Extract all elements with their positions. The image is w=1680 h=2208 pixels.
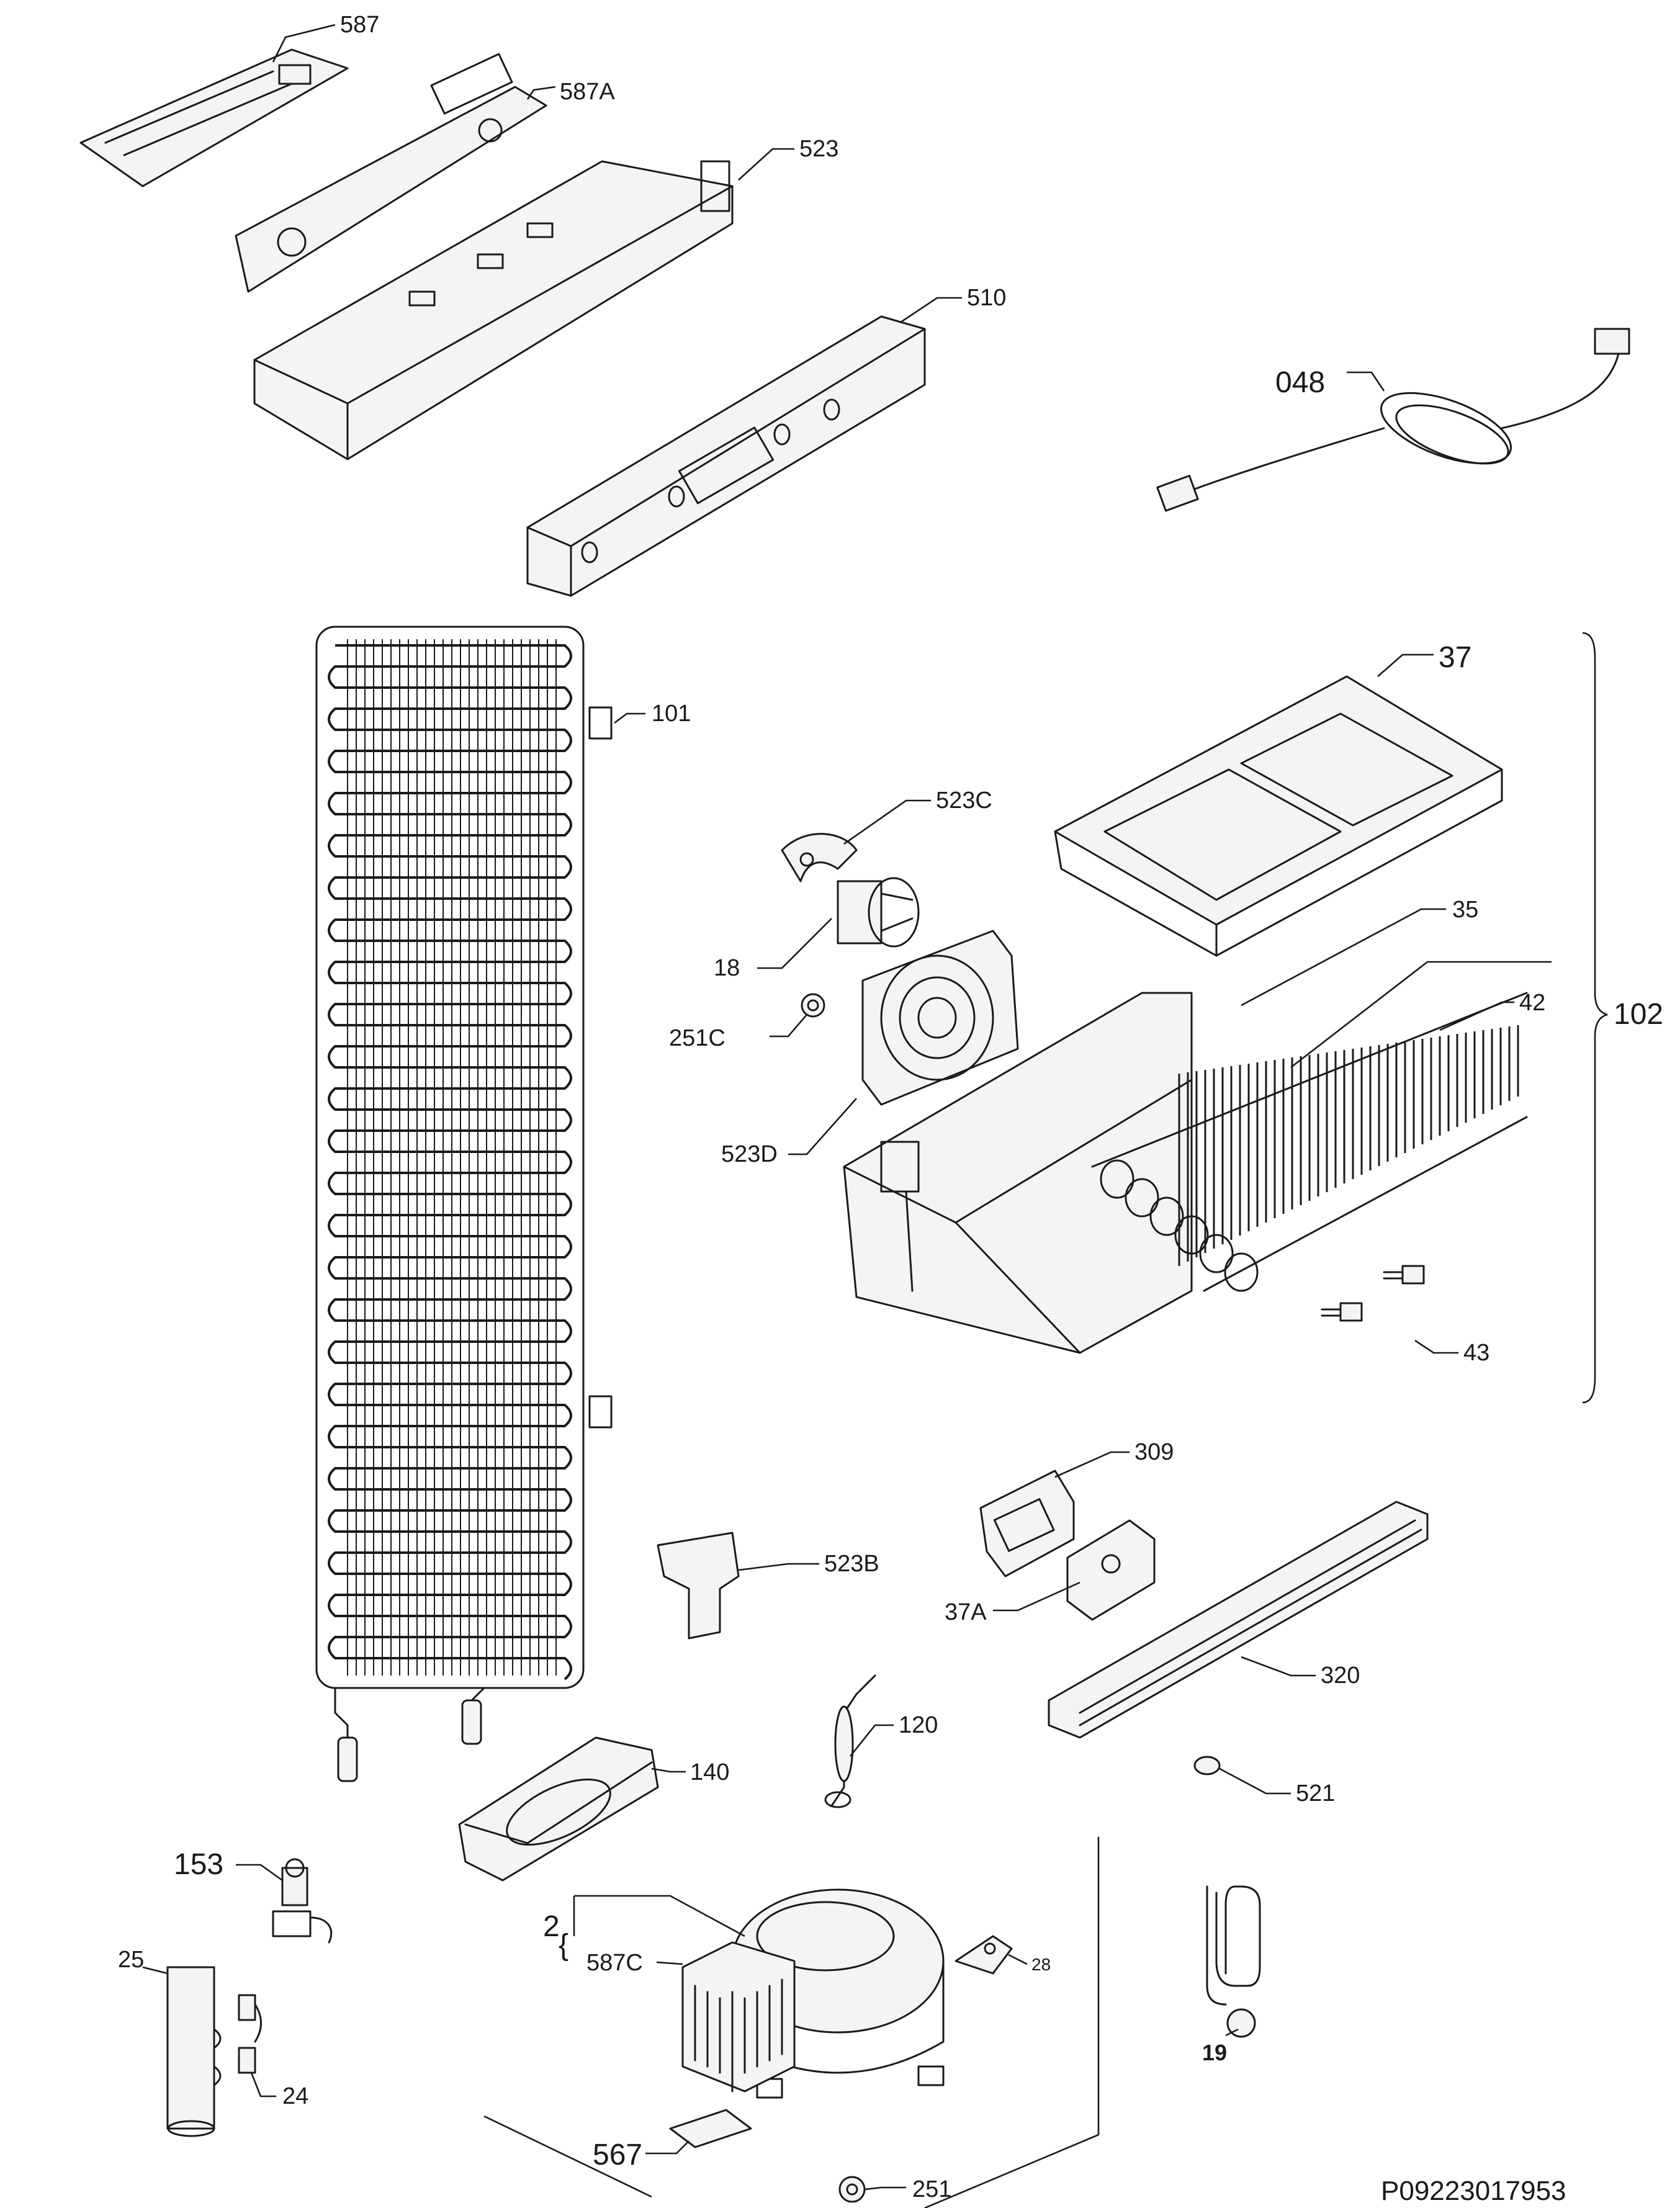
part-18-fan-motor[interactable] <box>837 877 920 948</box>
evaporator-fins <box>1100 1025 1519 1292</box>
part-320-shelf-guard[interactable] <box>1048 1501 1429 1739</box>
label-587: 587 <box>340 12 379 38</box>
label-42: 42 <box>1519 990 1545 1016</box>
label-523B: 523B <box>824 1551 879 1577</box>
part-37A-lamp-unit[interactable] <box>1066 1519 1156 1621</box>
part-567-mounting-plate[interactable] <box>669 2109 752 2148</box>
part-24-relay[interactable] <box>238 1994 262 2074</box>
part-28-bracket[interactable] <box>955 1935 1013 1975</box>
label-587C: 587C <box>586 1950 643 1976</box>
part-140-drip-pan[interactable] <box>458 1736 659 1882</box>
condenser-coils <box>328 639 572 1681</box>
part-25-relay-bracket[interactable] <box>166 1966 222 2137</box>
part-523C-fan-bracket[interactable] <box>781 833 858 882</box>
label-18: 18 <box>714 955 740 981</box>
label-320: 320 <box>1321 1663 1360 1689</box>
label-567: 567 <box>593 2138 642 2171</box>
evaporator-loop <box>1174 1215 1209 1255</box>
part-43-terminals[interactable] <box>1321 1265 1425 1322</box>
label-120: 120 <box>899 1712 938 1738</box>
part-587C-inverter[interactable] <box>681 1941 796 2093</box>
label-153: 153 <box>174 1848 223 1881</box>
part-523B-clip[interactable] <box>657 1532 740 1640</box>
evaporator-loop <box>1100 1159 1134 1199</box>
label-25: 25 <box>118 1947 144 1973</box>
part-153-valve[interactable] <box>272 1858 333 1944</box>
part-521-ring[interactable] <box>1193 1756 1221 1775</box>
label-37A: 37A <box>945 1599 987 1625</box>
part-523-control-housing[interactable] <box>253 160 734 460</box>
label-24: 24 <box>282 2083 308 2109</box>
label-140: 140 <box>690 1759 729 1785</box>
document-id: P09223017953 <box>1381 2176 1566 2206</box>
part-587-control-board[interactable] <box>79 48 349 187</box>
evaporator-loop <box>1125 1178 1159 1218</box>
part-523D-fan-cover[interactable] <box>861 930 1019 1106</box>
leader-lines <box>142 24 1552 2191</box>
condenser-tube <box>328 644 572 1681</box>
label-251: 251 <box>912 2176 951 2202</box>
label-102: 102 <box>1614 998 1663 1031</box>
part-251C-fan-blade[interactable] <box>801 993 825 1018</box>
label-523D: 523D <box>721 1141 778 1167</box>
label-587A: 587A <box>560 79 615 105</box>
part-309-light-cover[interactable] <box>979 1470 1075 1577</box>
part-37-drip-tray[interactable] <box>1054 675 1503 957</box>
label-37: 37 <box>1439 641 1471 674</box>
part-42-evaporator[interactable] <box>1091 992 1528 1292</box>
part-19-heater[interactable] <box>1206 1885 1261 2038</box>
label-309: 309 <box>1134 1439 1174 1465</box>
label-523C: 523C <box>936 788 992 814</box>
part-101-condenser[interactable] <box>315 626 613 1782</box>
evaporator-loop <box>1149 1196 1184 1236</box>
label-101: 101 <box>652 701 691 727</box>
compressor-group-brace: { <box>559 1929 568 1962</box>
evaporator-loop <box>1199 1234 1234 1273</box>
label-048: 048 <box>1275 366 1325 399</box>
part-587A-display-board[interactable] <box>235 53 547 293</box>
part-120-sensor[interactable] <box>824 1674 876 1808</box>
bracket-102 <box>1582 632 1608 1404</box>
label-2: 2 <box>543 1910 560 1943</box>
part-510-front-panel[interactable] <box>526 315 926 597</box>
label-35: 35 <box>1452 897 1478 923</box>
part-35-evaporator-housing[interactable] <box>843 992 1193 1354</box>
label-510: 510 <box>967 285 1006 311</box>
part-048-sensor-cable[interactable] <box>1156 328 1630 512</box>
label-521: 521 <box>1296 1780 1335 1806</box>
label-251C: 251C <box>669 1025 725 1051</box>
label-28: 28 <box>1031 1955 1051 1974</box>
label-523: 523 <box>799 136 838 162</box>
label-19: 19 <box>1202 2040 1227 2065</box>
part-251-grommet[interactable] <box>838 2176 866 2203</box>
compressor-group-bracket <box>483 1837 1100 2208</box>
evaporator-loop <box>1224 1252 1259 1292</box>
label-43: 43 <box>1463 1340 1489 1366</box>
